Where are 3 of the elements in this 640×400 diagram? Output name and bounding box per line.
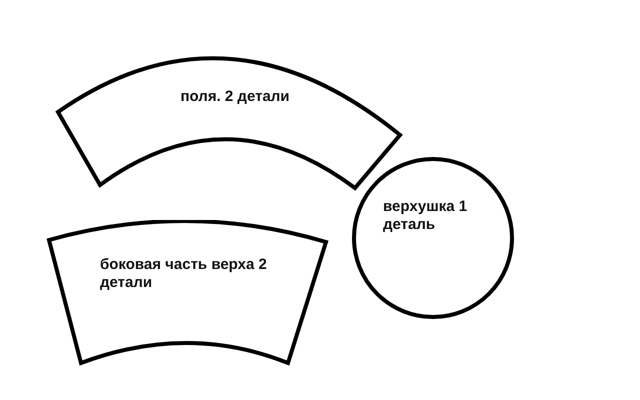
piece-label: боковая часть верха 2 детали <box>100 256 268 292</box>
piece-label: верхушка 1 деталь <box>383 198 468 234</box>
piece-label: поля. 2 детали <box>179 88 291 106</box>
